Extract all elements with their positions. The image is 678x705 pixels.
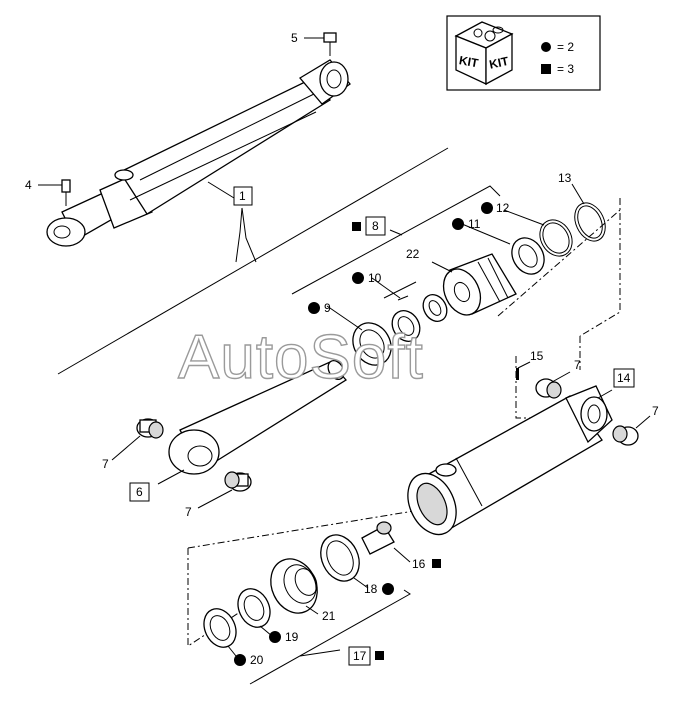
circle-marker-icon xyxy=(234,654,246,666)
callout-19: 19 xyxy=(269,630,299,644)
bushing-7-bottom xyxy=(224,471,252,492)
piston-rod-6 xyxy=(168,360,347,475)
callout-7c: 7 xyxy=(102,457,109,471)
callout-1: 1 xyxy=(233,186,253,206)
seal-10a xyxy=(391,310,421,342)
callout-6-text: 6 xyxy=(136,485,143,499)
circle-marker-icon xyxy=(269,631,281,643)
callout-5: 5 xyxy=(291,31,298,45)
square-marker-icon xyxy=(375,651,384,660)
callout-16-text: 16 xyxy=(412,557,426,571)
callout-6: 6 xyxy=(129,482,150,502)
callout-14: 14 xyxy=(613,368,635,388)
callout-8: 8 xyxy=(352,216,386,236)
callout-14-text: 14 xyxy=(617,371,631,385)
callout-8-text: 8 xyxy=(372,219,379,233)
callout-9-text: 9 xyxy=(324,301,331,315)
bolt-16 xyxy=(361,521,395,555)
seal-19 xyxy=(237,588,271,628)
callout-17: 17 xyxy=(348,646,384,666)
callout-15: 15 xyxy=(530,349,544,363)
gland-21 xyxy=(270,558,318,614)
circle-marker-icon xyxy=(452,218,464,230)
ring-12 xyxy=(539,219,573,257)
callout-17-text: 17 xyxy=(353,649,367,663)
callout-1-text: 1 xyxy=(239,189,246,203)
bushing-7-left xyxy=(136,418,164,439)
seal-9 xyxy=(352,322,392,366)
callout-20-text: 20 xyxy=(250,653,264,667)
circle-marker-icon xyxy=(382,583,394,595)
callout-7a: 7 xyxy=(574,358,581,372)
circle-marker-icon xyxy=(481,202,493,214)
callout-20: 20 xyxy=(234,653,264,667)
callout-4: 4 xyxy=(25,178,32,192)
callout-21: 21 xyxy=(322,609,336,623)
ring-11 xyxy=(511,237,545,275)
bushing-7-right xyxy=(612,425,639,446)
circle-marker-icon xyxy=(352,272,364,284)
callout-10: 10 xyxy=(352,271,382,285)
bushing-7-upper-right xyxy=(535,378,562,399)
callout-10-text: 10 xyxy=(368,271,382,285)
callout-9: 9 xyxy=(308,301,331,315)
kit-label-right: KIT xyxy=(488,54,510,72)
callout-7b: 7 xyxy=(652,404,659,418)
callout-12-text: 12 xyxy=(496,201,510,215)
grease-fitting-4 xyxy=(38,179,71,206)
kit-label-left: KIT xyxy=(458,53,480,70)
callout-7d: 7 xyxy=(185,505,192,519)
piston-22 xyxy=(442,253,517,316)
callout-11: 11 xyxy=(452,217,481,231)
kit-legend: KIT KIT = 2 = 3 xyxy=(446,15,601,91)
kit-box-icon xyxy=(454,21,514,86)
square-symbol-icon xyxy=(541,64,551,74)
callout-12: 12 xyxy=(481,201,510,215)
square-qty-text: = 3 xyxy=(557,62,574,76)
circle-marker-icon xyxy=(308,302,320,314)
callout-16: 16 xyxy=(412,557,441,571)
seal-10b xyxy=(422,294,448,322)
fitting-15 xyxy=(516,368,519,380)
callout-11-text: 11 xyxy=(468,217,481,231)
callout-18: 18 xyxy=(364,582,394,596)
ring-18 xyxy=(320,534,360,582)
assembled-cylinder xyxy=(46,59,351,247)
snap-ring-13 xyxy=(574,202,606,242)
square-marker-icon xyxy=(432,559,441,568)
circle-qty-text: = 2 xyxy=(557,40,574,54)
watermark-text: AutoSoft xyxy=(178,323,424,392)
square-marker-icon xyxy=(352,222,361,231)
barrel-14 xyxy=(407,385,613,536)
grease-fitting-5 xyxy=(304,32,337,56)
callout-22: 22 xyxy=(406,247,420,261)
callout-18-text: 18 xyxy=(364,582,378,596)
callout-19-text: 19 xyxy=(285,630,299,644)
circle-symbol-icon xyxy=(541,42,551,52)
wiper-20 xyxy=(203,608,237,648)
callout-13: 13 xyxy=(558,171,572,185)
